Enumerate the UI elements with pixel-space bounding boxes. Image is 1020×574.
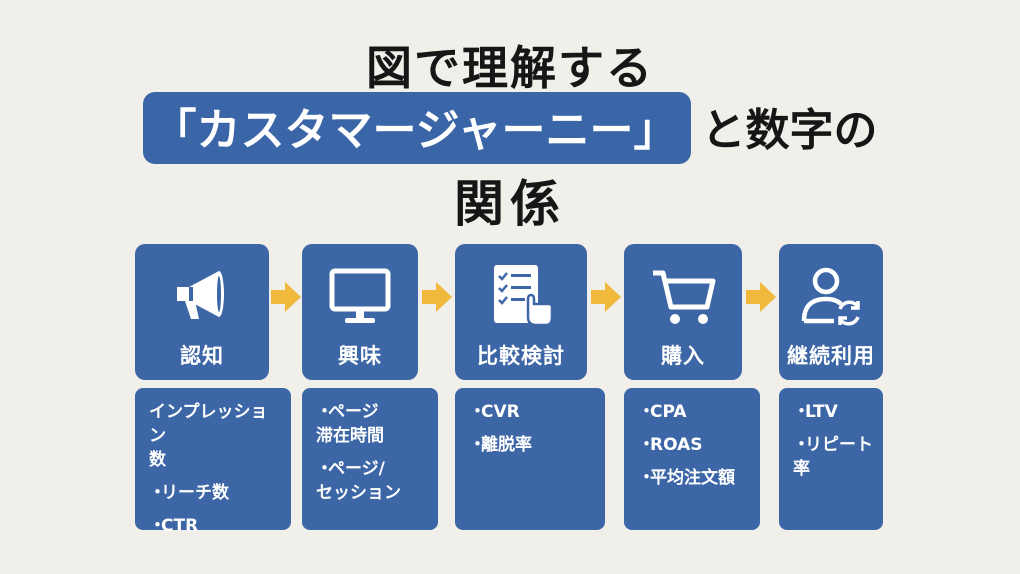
metric-item: ・ページ 滞在時間 — [316, 402, 384, 446]
monitor-icon — [302, 256, 418, 336]
metric-item: ・LTV — [793, 402, 838, 422]
user-refresh-icon — [779, 256, 883, 336]
stage-consideration: 比較検討 — [455, 244, 587, 380]
checklist-touch-icon — [455, 256, 587, 336]
stage-label: 認知 — [180, 344, 224, 368]
metrics-purchase: ・CPA ・ROAS ・平均注文額 — [624, 388, 760, 530]
metrics-consideration: ・CVR ・離脱率 — [455, 388, 605, 530]
stage-label: 興味 — [338, 344, 382, 368]
stage-label: 継続利用 — [787, 344, 875, 368]
metric-item: ・リーチ数 — [149, 483, 229, 503]
arrow-right-icon — [746, 282, 776, 312]
shopping-cart-icon — [624, 256, 742, 336]
title-line-3: 関係 — [454, 175, 566, 233]
stage-retention: 継続利用 — [779, 244, 883, 380]
title-line-2-rest: と数字の — [701, 105, 878, 156]
arrow-right-icon — [422, 282, 452, 312]
metric-item: ・CTR — [149, 516, 199, 536]
stage-label: 比較検討 — [477, 344, 565, 368]
metrics-awareness: インプレッション 数 ・リーチ数 ・CTR — [135, 388, 291, 536]
metric-item: ・平均注文額 — [638, 468, 735, 488]
megaphone-icon — [135, 256, 269, 336]
metrics-interest: ・ページ 滞在時間 ・ページ/ セッション — [302, 388, 438, 530]
title-line-1: 図で理解する — [366, 41, 654, 95]
metric-item: インプレッション 数 — [149, 402, 268, 470]
title-line-2: 「カスタマージャーニー」と数字の — [0, 92, 1020, 164]
metric-item: ・CPA — [638, 402, 687, 422]
arrow-right-icon — [271, 282, 301, 312]
metric-item: ・ページ/ セッション — [316, 459, 401, 503]
metrics-retention: ・LTV ・リピート 率 — [779, 388, 883, 530]
arrow-right-icon — [591, 282, 621, 312]
title-highlight: 「カスタマージャーニー」 — [142, 92, 692, 164]
metric-item: ・CVR — [469, 402, 520, 422]
metric-item: ・リピート 率 — [793, 435, 873, 479]
stage-label: 購入 — [661, 344, 705, 368]
stage-interest: 興味 — [302, 244, 418, 380]
metric-item: ・離脱率 — [469, 435, 532, 455]
stage-purchase: 購入 — [624, 244, 742, 380]
stage-awareness: 認知 — [135, 244, 269, 380]
metric-item: ・ROAS — [638, 435, 703, 455]
